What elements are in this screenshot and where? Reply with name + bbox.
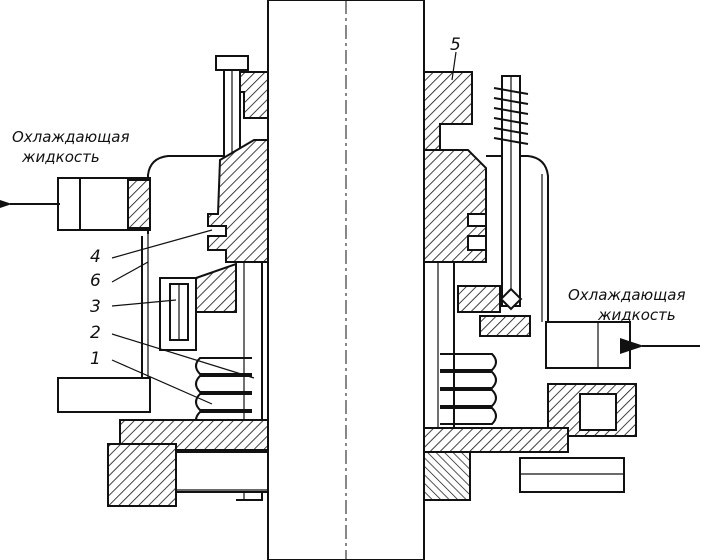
spring-bolt — [493, 75, 529, 311]
part-label-3: 3 — [90, 297, 101, 317]
right-bellows — [440, 353, 497, 425]
part-label-5: 5 — [450, 35, 461, 55]
coolant-inlet-label-line1: Охлаждающая — [568, 286, 686, 304]
coolant-outlet-label-line1: Охлаждающая — [12, 128, 130, 146]
flange-5 — [423, 71, 473, 151]
left-assembly — [57, 55, 269, 507]
part-label-6: 6 — [90, 271, 101, 291]
shaft — [267, 0, 425, 560]
right-assembly — [423, 71, 637, 501]
part-label-2: 2 — [90, 323, 101, 343]
leader-lines — [111, 51, 457, 405]
right-coolant-nozzle — [545, 321, 631, 369]
coolant-outlet-label-line2: жидкость — [21, 148, 100, 166]
part-label-1: 1 — [90, 349, 101, 369]
coolant-inlet-label-line2: жидкость — [597, 306, 676, 324]
part-label-4: 4 — [90, 247, 101, 267]
